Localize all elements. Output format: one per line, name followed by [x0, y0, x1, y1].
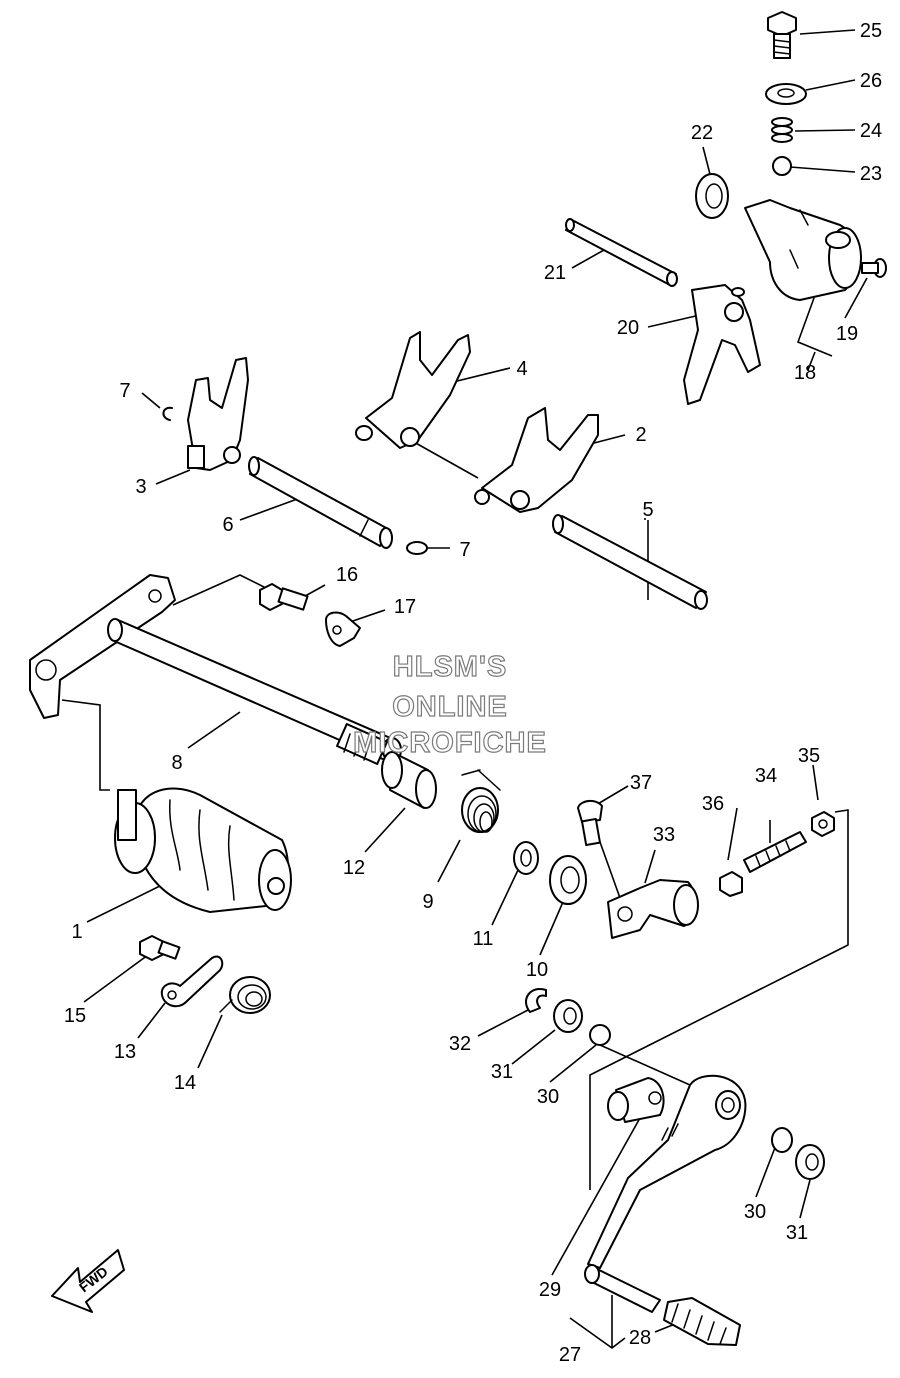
callout-6: 6 — [222, 514, 233, 536]
callout-2: 2 — [635, 424, 646, 446]
watermark-line-2: ONLINE — [392, 691, 508, 723]
part-5-guide-bar — [552, 514, 708, 610]
callout-10: 10 — [526, 959, 548, 981]
callout-7-lower: 7 — [459, 539, 470, 561]
callout-29: 29 — [539, 1279, 561, 1301]
callout-12: 12 — [343, 857, 365, 879]
callout-19: 19 — [836, 323, 858, 345]
callout-27: 27 — [559, 1344, 581, 1366]
leader-lines — [61, 29, 868, 1349]
callout-numbers: 25 26 24 23 22 21 20 19 18 4 2 7 3 6 7 5… — [64, 20, 882, 1366]
part-16-bolt — [259, 583, 309, 611]
callout-9: 9 — [422, 891, 433, 913]
callout-36: 36 — [702, 793, 724, 815]
part-13-stopper-lever — [160, 955, 224, 1008]
part-31-washer-upper — [553, 999, 583, 1033]
callout-21: 21 — [544, 262, 566, 284]
part-34-shift-rod — [743, 831, 807, 873]
part-23-ball — [772, 156, 792, 176]
part-27-shift-pedal — [584, 1074, 747, 1313]
part-14-spring — [219, 976, 271, 1014]
callout-25: 25 — [860, 20, 882, 42]
callout-18: 18 — [794, 362, 816, 384]
part-24-spring — [771, 117, 793, 143]
part-22-oil-seal — [695, 173, 729, 219]
callout-11: 11 — [473, 928, 494, 950]
callout-16: 16 — [336, 564, 358, 586]
callout-13: 13 — [114, 1041, 136, 1063]
part-31-washer-lower — [795, 1144, 825, 1180]
watermark-line-3: MICROFICHE — [353, 727, 547, 759]
part-4-shift-fork — [355, 331, 471, 449]
part-30-circlip-lower — [771, 1127, 793, 1153]
callout-30-lower: 30 — [744, 1201, 766, 1223]
callout-24: 24 — [860, 120, 882, 142]
callout-28: 28 — [629, 1327, 651, 1349]
watermark-line-1: HLSM'S — [393, 651, 507, 683]
part-9-spring — [461, 769, 501, 833]
callout-34: 34 — [755, 765, 777, 787]
part-20-shift-fork — [683, 284, 761, 405]
part-7-circlip-upper — [162, 406, 173, 421]
callout-22: 22 — [691, 122, 713, 144]
part-11-washer — [513, 841, 539, 875]
part-19-screw — [861, 258, 887, 278]
part-25-bolt — [767, 11, 797, 59]
watermark: HLSM'S ONLINE MICROFICHE — [353, 650, 547, 759]
callout-15: 15 — [64, 1005, 86, 1027]
callout-33: 33 — [653, 824, 675, 846]
part-30-circlip-upper — [589, 1024, 611, 1046]
callout-23: 23 — [860, 163, 882, 185]
callout-17: 17 — [394, 596, 416, 618]
part-33-shift-arm — [607, 879, 699, 939]
callout-32: 32 — [449, 1033, 471, 1055]
callout-5: 5 — [642, 499, 653, 521]
part-18-segment — [744, 199, 862, 301]
part-3-shift-fork — [187, 357, 249, 471]
forward-arrow-icon: FWD — [51, 1249, 125, 1313]
part-35-nut — [811, 811, 835, 837]
part-36-nut — [719, 871, 743, 897]
callout-31-lower: 31 — [786, 1222, 808, 1244]
callout-8: 8 — [171, 752, 182, 774]
part-1-shift-drum — [114, 787, 292, 913]
callout-3: 3 — [135, 476, 146, 498]
callout-31-upper: 31 — [491, 1061, 513, 1083]
callout-20: 20 — [617, 317, 639, 339]
part-32-circlip — [525, 988, 547, 1013]
callout-37: 37 — [630, 772, 652, 794]
callout-14: 14 — [174, 1072, 196, 1094]
part-26-washer — [765, 83, 807, 105]
part-21-guide-bar — [565, 218, 678, 287]
part-2-shift-fork — [474, 407, 599, 513]
callout-26: 26 — [860, 70, 882, 92]
callout-4: 4 — [516, 358, 527, 380]
part-28-pedal-rubber — [663, 1297, 741, 1346]
part-29-bracket — [607, 1077, 665, 1123]
part-8-shift-shaft — [29, 574, 402, 765]
part-17-stopper-lever — [325, 611, 361, 647]
part-6-guide-bar — [248, 456, 393, 549]
part-7-circlip-lower — [406, 541, 428, 555]
part-10-oil-seal — [549, 855, 587, 905]
callout-1: 1 — [71, 921, 82, 943]
callout-30-upper: 30 — [537, 1086, 559, 1108]
callout-7-upper: 7 — [119, 380, 130, 402]
part-15-bolt — [139, 935, 181, 961]
part-12-collar — [381, 751, 437, 809]
callout-35: 35 — [798, 745, 820, 767]
part-37-bolt — [577, 800, 603, 847]
